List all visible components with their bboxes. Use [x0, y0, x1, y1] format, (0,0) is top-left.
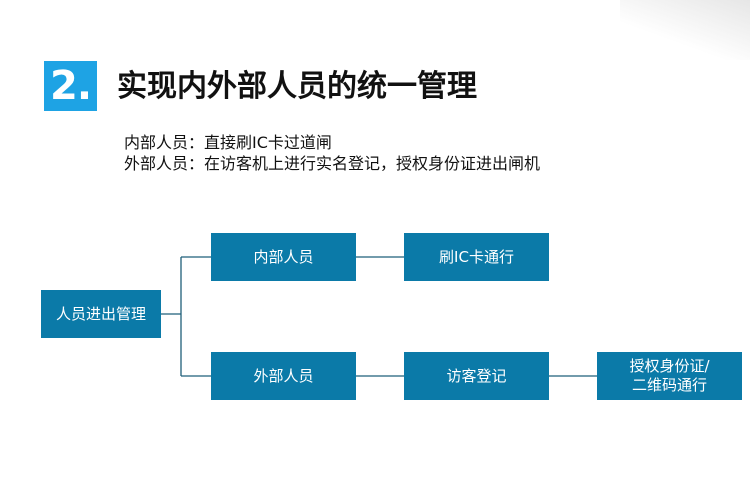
- description-line-internal: 内部人员：直接刷IC卡过道闸: [124, 133, 332, 152]
- node-authorized-access: 授权身份证/ 二维码通行: [597, 352, 742, 400]
- page-title: 实现内外部人员的统一管理: [117, 69, 477, 104]
- node-visitor-registration: 访客登记: [404, 352, 549, 400]
- node-authorized-access-line1: 授权身份证/: [629, 357, 710, 375]
- node-visitor-registration-label: 访客登记: [446, 366, 507, 385]
- node-authorized-access-line2: 二维码通行: [631, 376, 707, 394]
- description-line-external: 外部人员：在访客机上进行实名登记，授权身份证进出闸机: [124, 154, 541, 173]
- node-internal-label: 内部人员: [253, 247, 314, 266]
- node-external-label: 外部人员: [253, 366, 314, 385]
- description-block: 内部人员：直接刷IC卡过道闸 外部人员：在访客机上进行实名登记，授权身份证进出闸…: [124, 132, 540, 174]
- node-root-label: 人员进出管理: [55, 304, 146, 323]
- node-external-personnel: 外部人员: [211, 352, 356, 400]
- node-card-access-label: 刷IC卡通行: [439, 247, 514, 266]
- node-card-access: 刷IC卡通行: [404, 233, 549, 281]
- section-number-badge: 2.: [44, 61, 97, 111]
- corner-shadow: [620, 0, 750, 60]
- node-internal-personnel: 内部人员: [211, 233, 356, 281]
- node-root-personnel-access: 人员进出管理: [41, 290, 161, 338]
